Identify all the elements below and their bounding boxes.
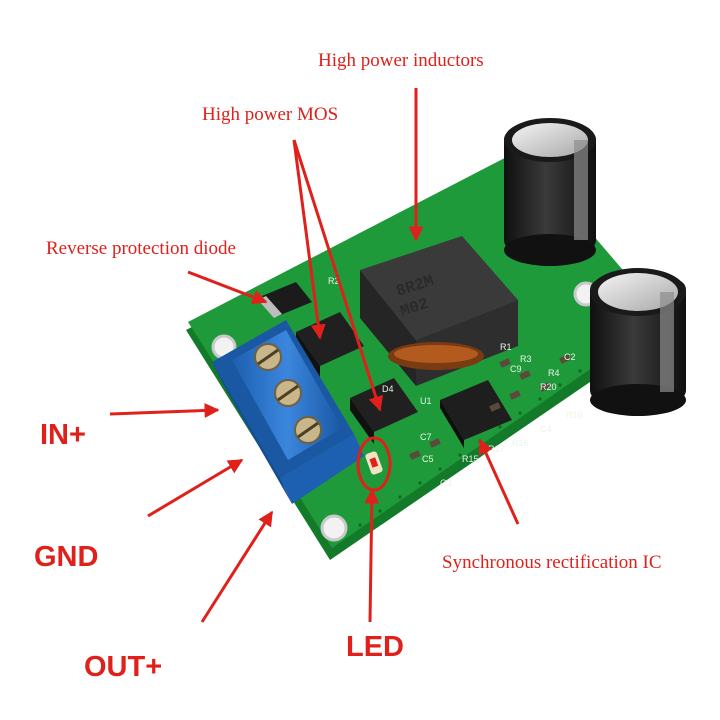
silkscreen: R2 R1 R3 R4 R19 R20 R16 R17 R15 C2 C3 C4… [328,276,583,488]
callout-diode: Reverse protection diode [46,238,236,259]
silk-r20: R20 [540,382,557,392]
callout-led: LED [346,631,404,663]
callout-arrows [109,88,520,623]
arrow-gnd [147,458,244,518]
silk-r19: R19 [566,410,583,420]
led [365,451,383,475]
sync-rectification-ic [440,380,512,448]
mosfet-2 [350,378,418,444]
arrow-ic [478,438,520,525]
silk-r15: R15 [462,454,479,464]
silk-r3: R3 [520,354,532,364]
arrow-in [109,403,220,418]
callout-mos: High power MOS [202,104,338,125]
silk-d4: D4 [382,384,394,394]
silk-u1: U1 [420,396,432,406]
arrow-mos-1 [292,139,326,340]
callout-gnd: GND [34,541,98,573]
terminal-block [212,320,364,504]
mounting-hole [320,514,348,542]
terminal-screw-1 [254,343,282,371]
silk-r16: R16 [512,438,529,448]
callout-inductor: High power inductors [318,50,484,71]
terminal-screw-3 [294,416,322,444]
callout-ic: Synchronous rectification IC [442,552,662,573]
silk-r2: R2 [328,276,340,286]
led-highlight-ring [356,436,392,492]
capacitor [590,268,686,416]
callout-in-plus: IN+ [40,419,86,451]
silk-c9: C9 [510,364,522,374]
callout-out-plus: OUT+ [84,651,162,683]
silk-r17: R17 [488,444,505,454]
silk-c5: C5 [422,454,434,464]
inductor: 8R2M M02 [360,236,518,386]
silk-r1: R1 [500,342,512,352]
silk-c4: C4 [540,424,552,434]
arrow-diode [187,270,268,305]
arrow-out [200,510,274,623]
silk-c3: C3 [440,478,452,488]
silk-c7: C7 [420,432,432,442]
silk-c2: C2 [564,352,576,362]
smd-components [409,354,571,460]
arrow-led [364,488,380,623]
silk-r4: R4 [548,368,560,378]
terminal-screw-2 [274,379,302,407]
arrow-mos-2 [292,139,384,412]
capacitor [504,118,596,266]
